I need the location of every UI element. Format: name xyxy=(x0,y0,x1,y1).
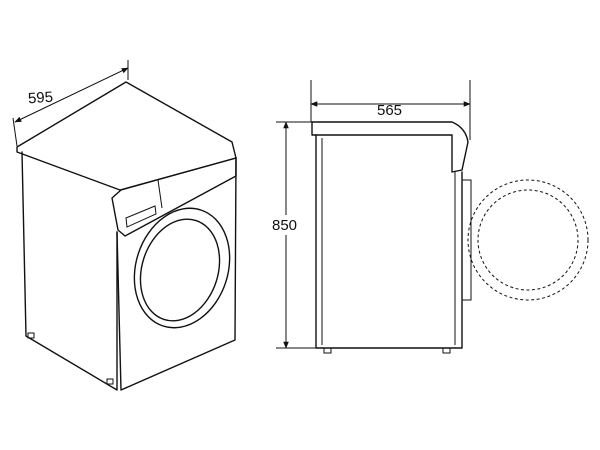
side-top-plate xyxy=(311,121,469,173)
open-door-outline xyxy=(467,179,589,301)
door-outer-ring xyxy=(133,207,231,329)
side-view: 565 850 xyxy=(271,80,589,354)
door-inner-glass xyxy=(139,218,221,322)
perspective-view: 595 xyxy=(12,60,237,391)
control-panel xyxy=(111,157,237,237)
depth-label: 565 xyxy=(377,102,402,119)
height-dimension: 850 xyxy=(271,121,316,349)
side-body xyxy=(315,134,463,349)
side-foot-front xyxy=(442,347,451,354)
foot-front xyxy=(106,378,114,385)
height-label: 850 xyxy=(272,217,297,234)
width-dimension-arrow xyxy=(14,67,129,123)
width-label: 595 xyxy=(27,89,53,108)
open-door-glass xyxy=(477,189,579,291)
door-hinge xyxy=(461,179,472,301)
foot-left xyxy=(27,332,35,339)
machine-left-side xyxy=(21,151,118,391)
control-panel-divider xyxy=(157,179,163,209)
detergent-drawer xyxy=(125,205,157,228)
side-foot-rear xyxy=(323,347,332,354)
depth-dimension: 565 xyxy=(310,80,471,140)
machine-front xyxy=(116,157,237,391)
width-dimension: 595 xyxy=(12,60,129,147)
